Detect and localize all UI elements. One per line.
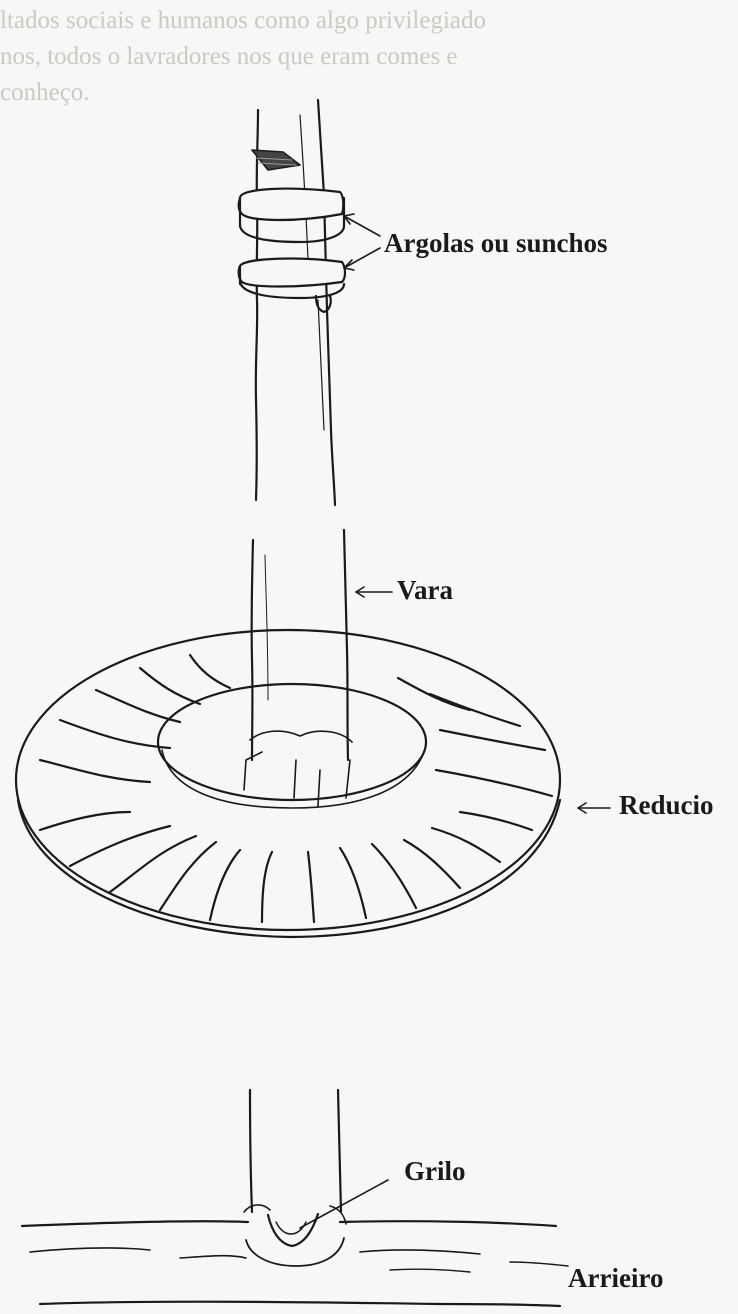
label-arrieiro: Arrieiro xyxy=(568,1263,663,1294)
label-grilo: Grilo xyxy=(404,1156,466,1187)
vara-lower-segment xyxy=(250,1090,341,1212)
argola-ring-upper xyxy=(239,189,344,242)
label-vara: Vara xyxy=(397,575,453,606)
argolas-arrow-1 xyxy=(344,216,380,236)
rod-cut-top xyxy=(252,150,300,170)
argolas-arrow-2 xyxy=(344,248,380,268)
reducio-disc xyxy=(16,630,560,937)
label-reducio: Reducio xyxy=(619,790,714,821)
vara-right-edge xyxy=(344,530,348,760)
argola-ring-lower xyxy=(239,259,345,298)
label-argolas: Argolas ou sunchos xyxy=(384,228,608,259)
vara-left-edge xyxy=(252,540,253,760)
